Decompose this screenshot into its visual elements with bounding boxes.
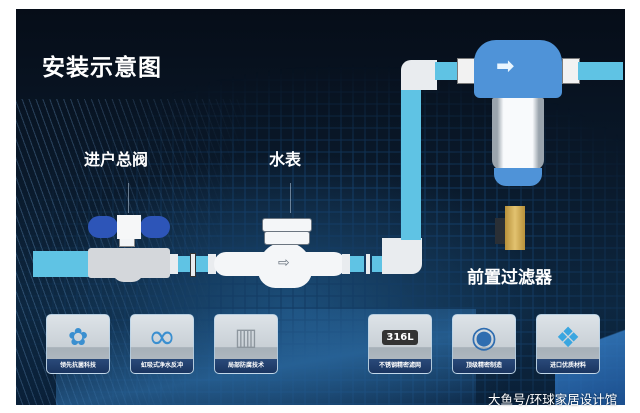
coupling <box>170 254 178 274</box>
elbow-top <box>401 60 437 90</box>
pipe-segment <box>178 256 190 272</box>
diagram-title: 安装示意图 <box>42 55 162 81</box>
valve-bottom <box>112 270 144 282</box>
valve-handle-right <box>140 216 170 238</box>
feature-badge: ∞ 虹吸式净水反冲 <box>130 314 194 374</box>
vertical-riser-pipe <box>401 84 421 240</box>
filter-cartridge-icon: ▥ <box>234 323 258 351</box>
cube-material-icon: ❖ <box>555 320 581 354</box>
feature-label: 不锈钢精密滤网 <box>369 359 431 373</box>
meter-cap-lower <box>264 231 310 245</box>
water-meter-label: 水表 <box>269 150 302 169</box>
pipe-segment <box>435 62 457 80</box>
feature-label: 顶级精密制造 <box>453 359 515 373</box>
filter-bowl <box>492 98 544 170</box>
precision-manufacturing-icon: ◉ <box>470 319 498 355</box>
feature-label: 进口优质材料 <box>537 359 599 373</box>
coupling <box>208 254 216 274</box>
infinity-loop-icon: ∞ <box>147 317 177 357</box>
pre-filter-label: 前置过滤器 <box>467 268 552 288</box>
pipe-segment <box>372 256 382 272</box>
pipe-segment <box>196 256 208 272</box>
valve-pointer-line <box>128 183 129 213</box>
coupling-ring <box>190 253 196 277</box>
inlet-nut <box>457 58 475 84</box>
outlet-pipe <box>578 62 623 80</box>
main-valve-label: 进户总阀 <box>84 150 149 169</box>
meter-cap-top <box>262 218 312 232</box>
antibacterial-swirl-icon: ✿ <box>67 323 89 351</box>
valve-handle-center <box>117 215 141 239</box>
coupling-ring <box>366 254 370 274</box>
meter-body <box>258 242 312 288</box>
watermark: 大鱼号/环球家居设计馆 <box>488 392 618 407</box>
inlet-pipe <box>33 251 91 277</box>
feature-badge: ✿ 领先抗菌科技 <box>46 314 110 374</box>
316l-tag: 316L <box>382 329 418 345</box>
feature-badge: ❖ 进口优质材料 <box>536 314 600 374</box>
feature-label: 领先抗菌科技 <box>47 359 109 373</box>
feature-badge: ▥ 局部防腐技术 <box>214 314 278 374</box>
feature-badges: ✿ 领先抗菌科技 ∞ 虹吸式净水反冲 ▥ 局部防腐技术 316L 不锈钢精密滤网… <box>30 314 600 374</box>
feature-badge: 316L 不锈钢精密滤网 <box>368 314 432 374</box>
elbow-bottom <box>382 238 422 274</box>
feature-badge: ◉ 顶级精密制造 <box>452 314 516 374</box>
brass-drain-valve <box>505 206 525 250</box>
filter-flow-arrow-icon: ➡ <box>496 54 515 79</box>
stainless-316l-mesh-icon: 316L <box>369 321 431 353</box>
meter-pointer-line <box>290 183 291 213</box>
filter-head <box>474 40 562 98</box>
filter-bowl-base <box>494 168 542 186</box>
valve-handle-left <box>88 216 118 238</box>
feature-label: 虹吸式净水反冲 <box>131 359 193 373</box>
pipe-segment <box>350 256 364 272</box>
feature-label: 局部防腐技术 <box>215 359 277 373</box>
coupling <box>342 254 350 274</box>
flow-arrow-icon: ⇨ <box>278 255 290 271</box>
